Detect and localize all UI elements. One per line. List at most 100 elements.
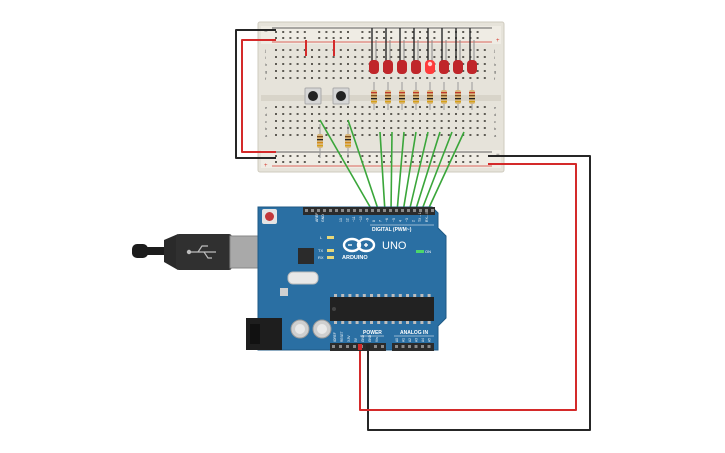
breadboard-hole [390,77,393,79]
rail-hole [426,161,429,163]
rail-hole [476,155,479,157]
breadboard-hole [318,106,321,108]
resistor[interactable] [413,90,419,104]
breadboard-hole [361,70,364,72]
led[interactable] [467,60,477,74]
header-pin [341,209,344,212]
led[interactable] [453,60,463,74]
header-pin [317,209,320,212]
breadboard-hole [440,113,443,115]
breadboard-hole [347,56,349,58]
rail-hole [361,31,364,33]
led[interactable] [383,60,393,74]
rx-led [327,256,334,259]
breadboard-hole [433,120,436,122]
resistor[interactable] [371,90,377,104]
header-pin [408,345,411,348]
header-pin [347,209,350,212]
chip-pin [341,294,345,297]
breadboard-hole [390,106,393,108]
breadboard-hole [440,134,443,136]
rail-hole [325,37,328,39]
breadboard-hole [325,77,328,79]
left-red-wire[interactable] [241,39,276,153]
breadboard-hole [318,49,321,51]
header-pin [329,209,332,212]
top-power-rail [261,26,501,44]
breadboard-hole [325,106,328,108]
breadboard-hole [296,120,299,122]
breadboard-hole [296,56,299,58]
breadboard-hole [469,127,472,129]
breadboard-hole [296,113,299,115]
breadboard-hole [311,77,313,79]
breadboard-hole [433,56,436,58]
resistor[interactable] [455,90,461,104]
signal-wire[interactable] [396,131,405,213]
signal-wire[interactable] [426,131,465,213]
led[interactable] [425,60,435,74]
breadboard-hole [332,56,335,58]
resistor[interactable] [469,90,475,104]
breadboard-hole [296,77,299,79]
pushbutton-cap[interactable] [308,91,318,101]
right-black-wire[interactable] [367,155,591,431]
resistor[interactable] [427,90,433,104]
signal-wire[interactable] [379,131,386,213]
uno-model-text: UNO [382,240,407,252]
pulldown-resistor[interactable] [317,134,323,148]
breadboard-hole [296,127,299,129]
breadboard-hole [289,134,292,136]
signal-wire[interactable] [414,131,441,213]
breadboard-hole [411,113,414,115]
resistor[interactable] [399,90,405,104]
breadboard-hole [368,127,371,129]
signal-wire[interactable] [402,131,417,213]
signal-wire[interactable] [408,131,429,213]
resistor-band [413,92,419,94]
breadboard-hole [325,63,328,65]
gnd-wire-end [366,344,370,350]
pushbutton-cap[interactable] [336,91,346,101]
breadboard-hole [361,56,364,58]
led[interactable] [369,60,379,74]
chip-pin [384,321,388,324]
breadboard-hole [289,49,292,51]
signal-wire[interactable] [319,119,374,213]
power-pin-label: GND [361,334,365,342]
resistor-band [441,92,447,94]
resistor[interactable] [385,90,391,104]
reset-button[interactable] [265,212,274,221]
led[interactable] [411,60,421,74]
power-pin-label: Vin [375,337,379,342]
led[interactable] [397,60,407,74]
rail-hole [375,37,378,39]
signal-wire[interactable] [347,119,380,213]
rail-hole [419,161,421,163]
breadboard-hole [483,77,486,79]
led[interactable] [439,60,449,74]
breadboard-hole [275,120,277,122]
pulldown-resistor[interactable] [345,134,351,148]
arduino-pcb [257,206,447,351]
resistor-band [413,95,419,97]
breadboard-hole [289,70,292,72]
signal-wire[interactable] [420,131,453,213]
rail-hole [447,37,450,39]
header-pin [407,209,410,212]
analog-pin-label: A2 [408,338,412,342]
rail-plus-sign-bottom: + [264,163,268,169]
header-pin [431,209,434,212]
right-red-wire[interactable] [359,163,577,411]
breadboard-hole [303,120,306,122]
resistor-band [399,92,405,94]
resistor[interactable] [441,90,447,104]
resistor-band [455,92,461,94]
header-pin [353,345,356,348]
signal-wire[interactable] [390,131,393,213]
header-pin [414,345,418,348]
breadboard-hole [462,70,465,72]
left-black-wire[interactable] [235,29,276,159]
